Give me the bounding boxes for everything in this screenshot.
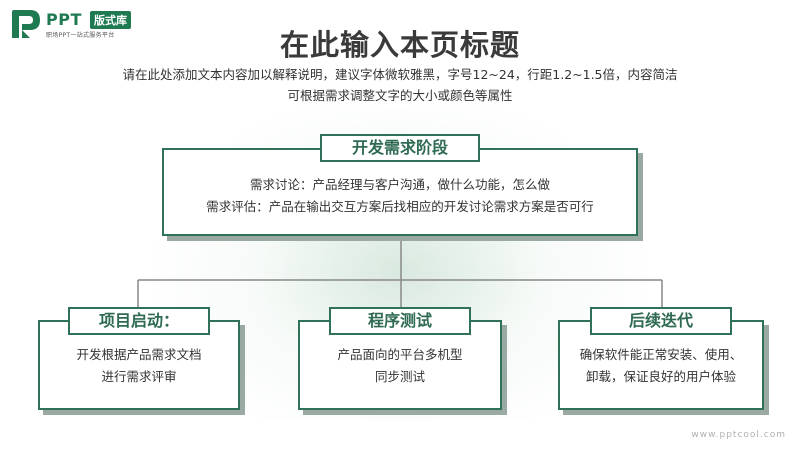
child-box-iteration: 确保软件能正常安装、使用、 卸载，保证良好的用户体验 (558, 320, 764, 410)
page-subtitle: 请在此处添加文本内容加以解释说明，建议字体微软雅黑，字号12~24，行距1.2~… (0, 64, 800, 106)
child-line: 确保软件能正常安装、使用、 (579, 347, 743, 362)
top-stage-text: 需求讨论：产品经理与客户沟通，做什么功能，怎么做 需求评估：产品在输出交互方案后… (164, 174, 636, 218)
child-label-iteration: 后续迭代 (590, 307, 732, 335)
child-line: 同步测试 (374, 369, 425, 384)
subtitle-line: 可根据需求调整文字的大小或颜色等属性 (287, 88, 513, 103)
child-box-testing: 产品面向的平台多机型 同步测试 (298, 320, 502, 410)
child-box-project-start: 开发根据产品需求文档 进行需求评审 (38, 320, 240, 410)
child-line: 进行需求评审 (101, 369, 177, 384)
page-title: 在此输入本页标题 (279, 28, 520, 62)
child-line: 开发根据产品需求文档 (76, 347, 202, 362)
child-label-testing: 程序测试 (329, 307, 471, 335)
logo-brand: PPT (46, 10, 82, 29)
child-box-text: 确保软件能正常安装、使用、 卸载，保证良好的用户体验 (560, 344, 762, 388)
logo-p-icon (12, 10, 40, 38)
child-line: 产品面向的平台多机型 (337, 347, 463, 362)
top-stage-line: 需求评估：产品在输出交互方案后找相应的开发讨论需求方案是否可行 (206, 199, 594, 214)
top-stage-label: 开发需求阶段 (320, 134, 480, 162)
logo-badge: 版式库 (90, 11, 131, 29)
subtitle-line: 请在此处添加文本内容加以解释说明，建议字体微软雅黑，字号12~24，行距1.2~… (122, 67, 678, 82)
watermark: www.pptcool.com (691, 430, 786, 440)
child-label-project-start: 项目启动： (68, 307, 210, 335)
child-box-text: 产品面向的平台多机型 同步测试 (300, 344, 500, 388)
top-stage-line: 需求讨论：产品经理与客户沟通，做什么功能，怎么做 (249, 177, 550, 192)
top-stage-box: 需求讨论：产品经理与客户沟通，做什么功能，怎么做 需求评估：产品在输出交互方案后… (162, 148, 638, 236)
logo-tagline: 职场PPT一站式服务平台 (46, 32, 115, 39)
child-line: 卸载，保证良好的用户体验 (585, 369, 736, 384)
child-box-text: 开发根据产品需求文档 进行需求评审 (40, 344, 238, 388)
